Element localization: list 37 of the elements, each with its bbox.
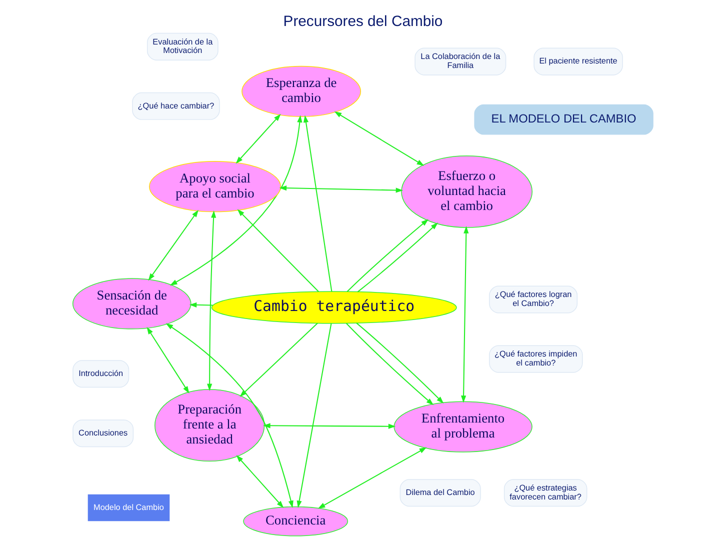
arrow bbox=[236, 209, 318, 292]
arrow bbox=[235, 114, 280, 164]
node-ellipse: Cambio terapéutico bbox=[210, 291, 456, 324]
arrow bbox=[146, 327, 189, 394]
arrow bbox=[302, 115, 332, 292]
node-box: Dilema del Cambio bbox=[399, 479, 480, 507]
arrow bbox=[262, 423, 396, 429]
arrow bbox=[278, 185, 403, 193]
arrow bbox=[356, 222, 438, 292]
arrow bbox=[188, 302, 212, 308]
node-ellipse: Conciencia bbox=[242, 506, 348, 536]
arrow bbox=[165, 323, 293, 508]
node-box: Conclusiones bbox=[72, 420, 134, 448]
node-box: ¿Qué hace cambiar? bbox=[132, 92, 220, 120]
arrow bbox=[460, 226, 468, 403]
node-box: ¿Qué factores logran el Cambio? bbox=[488, 286, 578, 314]
node-ellipse: Apoyo social para el cambio bbox=[148, 161, 281, 212]
arrow bbox=[169, 115, 302, 286]
arrow bbox=[206, 210, 216, 392]
arrow bbox=[346, 219, 428, 292]
node-box: Introducción bbox=[72, 360, 129, 388]
arrow bbox=[356, 322, 444, 404]
arrow bbox=[296, 323, 332, 508]
arrow bbox=[346, 322, 434, 406]
arrow bbox=[239, 322, 318, 397]
node-box: Evaluación de la Motivación bbox=[146, 32, 218, 60]
node-box: ¿Qué estrategias favorecen cambiar? bbox=[503, 479, 587, 507]
node-box: ¿Qué factores impiden el cambio? bbox=[488, 345, 582, 373]
arrow bbox=[334, 111, 424, 166]
arrow bbox=[148, 210, 198, 281]
node-box: La Colaboración de la Familia bbox=[414, 48, 506, 76]
node-box: El paciente resistente bbox=[533, 48, 622, 76]
arrow bbox=[236, 455, 284, 508]
label: Modelo del Cambio bbox=[93, 502, 164, 512]
diagram-title: Precursores del Cambio bbox=[282, 14, 442, 30]
arrow bbox=[317, 447, 426, 509]
node-box: EL MODELO DEL CAMBIO bbox=[474, 104, 653, 135]
